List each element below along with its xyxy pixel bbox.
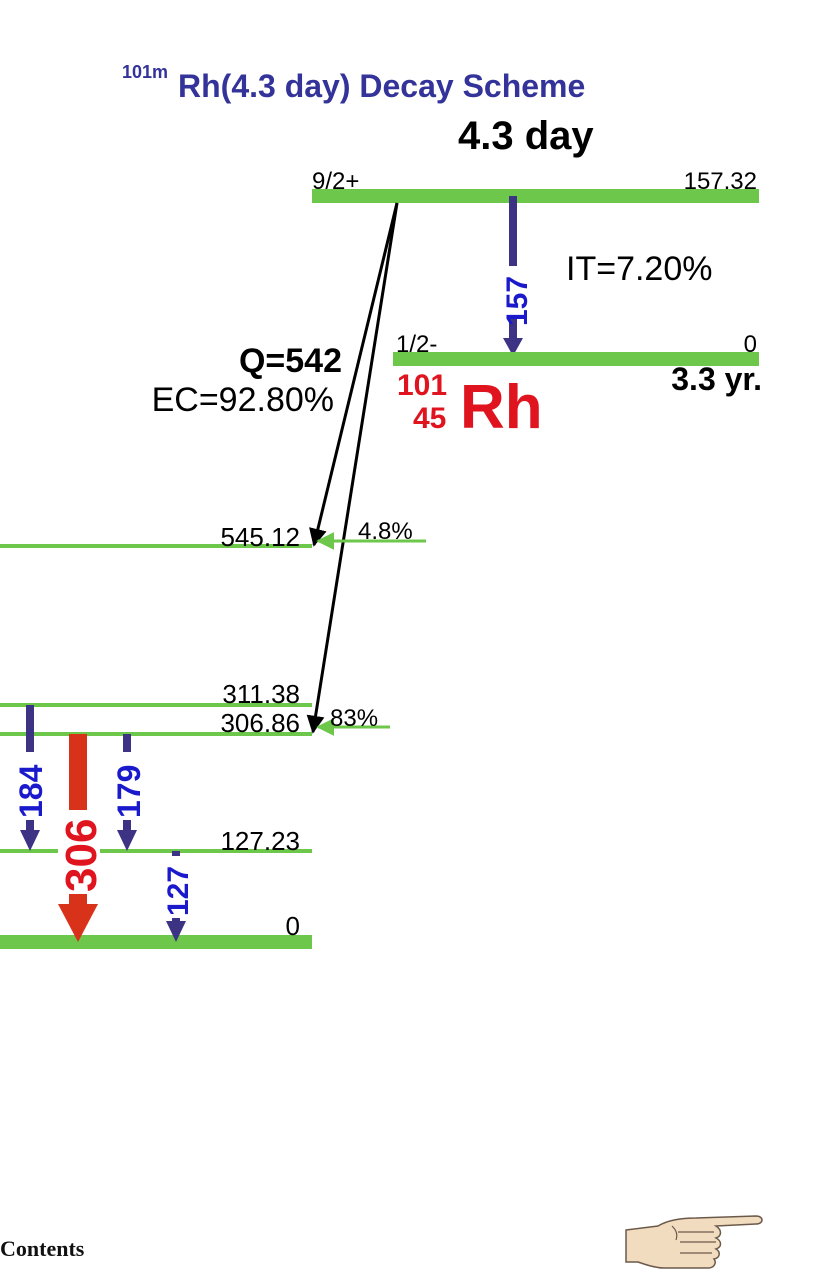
- gamma-179-label-bg: [111, 752, 143, 820]
- gamma-127-label-bg: [161, 856, 191, 918]
- page-title: Rh(4.3 day) Decay Scheme: [178, 68, 585, 104]
- gamma-127-label: 127: [162, 866, 195, 916]
- ec-branch: EC=92.80%: [152, 381, 334, 419]
- nuclide-mass-number: 101: [397, 369, 447, 402]
- it-gamma-label: 157: [501, 276, 534, 326]
- gamma-184-label-bg: [14, 752, 46, 820]
- level-energy-306: 306.86: [220, 708, 300, 738]
- ec-feed-line-306: [306, 202, 399, 734]
- ground-level-line: [393, 352, 759, 366]
- level-energy-127: 127.23: [220, 826, 300, 856]
- level-energy-0: 0: [286, 911, 300, 941]
- level-line-0: [0, 935, 312, 949]
- gamma-179-arrowhead: [117, 830, 137, 851]
- feeding-306: 83%: [330, 705, 378, 732]
- contents-link[interactable]: Contents: [0, 1236, 85, 1261]
- gamma-127-arrowhead: [166, 921, 186, 942]
- level-energy-311: 311.38: [222, 679, 300, 709]
- parent-halflife: 4.3 day: [458, 114, 594, 158]
- ground-energy: 0: [744, 331, 757, 358]
- level-line-306: [0, 732, 312, 736]
- gamma-179-label: 179: [111, 765, 147, 818]
- gamma-184-arrowhead: [20, 830, 40, 851]
- level-line-311: [0, 703, 312, 707]
- ec-feed-line-545: [309, 202, 399, 547]
- gamma-306-label-bg: [58, 810, 100, 894]
- level-energy-545: 545.12: [220, 522, 300, 552]
- ground-halflife: 3.3 yr.: [671, 361, 762, 397]
- gamma-306-arrowhead: [58, 904, 98, 942]
- q-value: Q=542: [239, 342, 342, 380]
- pointing-hand-icon[interactable]: [624, 1212, 766, 1270]
- title-superscript: 101m: [122, 62, 168, 82]
- parent-level-line: [312, 189, 759, 203]
- nuclide-symbol: Rh: [460, 373, 543, 442]
- it-gamma-arrow-lower: [509, 318, 517, 338]
- level-line-127: [0, 849, 312, 853]
- gamma-184-label: 184: [13, 764, 49, 818]
- gamma-306-label: 306: [57, 819, 106, 892]
- level-line-545: [0, 544, 312, 548]
- feeding-545: 4.8%: [358, 518, 413, 545]
- it-branch: IT=7.20%: [566, 250, 712, 288]
- nuclide-atomic-number: 45: [413, 402, 446, 435]
- it-gamma-arrow-upper: [509, 196, 517, 266]
- it-gamma-arrowhead: [503, 338, 523, 356]
